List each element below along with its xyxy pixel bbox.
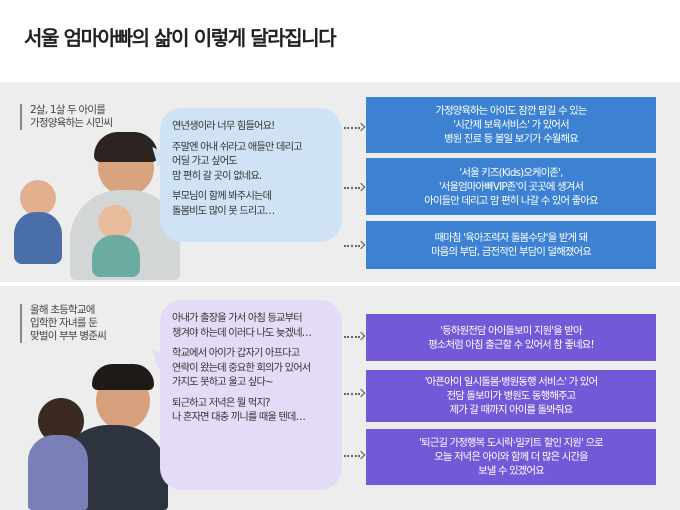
dotted-connector bbox=[344, 127, 360, 129]
persona-label-1: 2살, 1살 두 아이를 가정양육하는 시민씨 bbox=[20, 104, 113, 130]
benefit-card: 가정양육하는 아이도 잠깐 맡길 수 있는 '시간제 보육서비스' 가 있어서 … bbox=[366, 97, 656, 153]
speech-bubble-2: 아내가 출장을 가서 아침 등교부터 챙겨야 하는데 이러다 나도 늦겠네… 학… bbox=[160, 300, 342, 490]
benefit-card: 때마침 '육아조력자 돌봄수당'을 받게 돼 마음의 부담, 금전적인 부담이 … bbox=[366, 221, 656, 269]
dotted-connector bbox=[344, 455, 360, 457]
persona-label-2: 올해 초등학교에 입학한 자녀를 둔 맞벌이 부부 병준씨 bbox=[20, 304, 107, 343]
speech-bubble-1: 연년생이라 너무 힘들어요! 주말엔 아내 쉬라고 애들만 데리고 어딜 가고 … bbox=[160, 108, 342, 242]
dotted-connector bbox=[344, 393, 360, 395]
benefit-card: '아픈아이 일시돌봄·병원동행 서비스' 가 있어 전담 돌보미가 병원도 동행… bbox=[366, 370, 656, 422]
dotted-connector bbox=[344, 187, 360, 189]
dotted-connector bbox=[344, 245, 360, 247]
benefit-card: '서울 키즈(Kids)오케이존', '서울엄마아빠VIP존'이 곳곳에 생겨서… bbox=[366, 158, 656, 215]
benefit-card: '퇴근길 가정행복 도시락·밀키트 할인 지원' 으로 오늘 저녁은 아이와 함… bbox=[366, 429, 656, 485]
dotted-connector bbox=[344, 336, 360, 338]
page-title: 서울 엄마아빠의 삶이 이렇게 달라집니다 bbox=[24, 26, 337, 50]
benefit-card: '등하원전담 아이돌보미 지원'을 받아 평소처럼 아침 출근할 수 있어서 참… bbox=[366, 314, 656, 361]
